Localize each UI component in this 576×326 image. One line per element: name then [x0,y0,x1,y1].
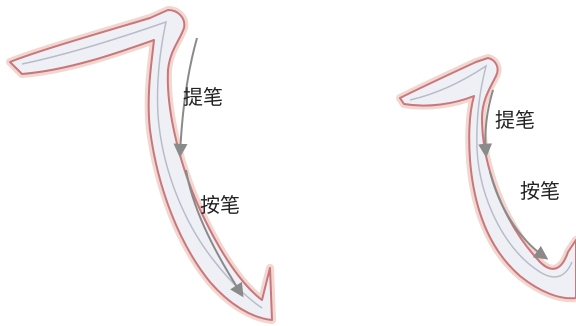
right-label-lift: 提笔 [495,108,535,132]
right-stroke: 提笔 按笔 [400,58,576,298]
left-label-press: 按笔 [200,193,240,217]
left-stroke: 提笔 按笔 [10,10,272,320]
left-label-lift: 提笔 [183,85,223,109]
right-label-press: 按笔 [520,179,560,203]
left-stroke-body [10,10,272,320]
